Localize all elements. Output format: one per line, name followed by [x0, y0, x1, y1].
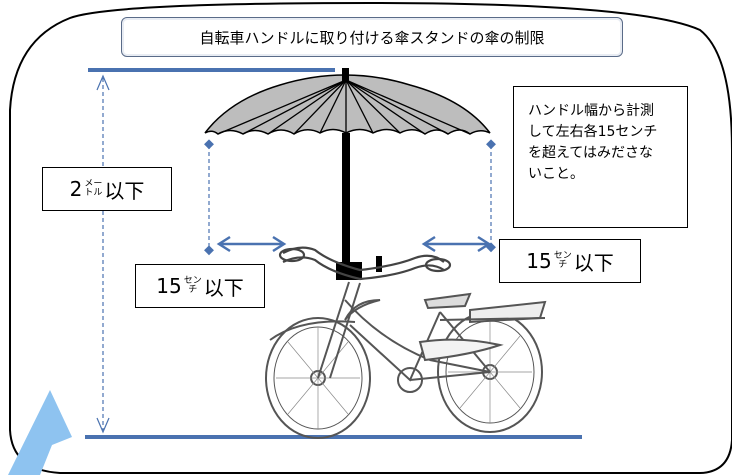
height-limit-unit: メー トル [84, 180, 102, 198]
height-limit-number: 2 [69, 177, 83, 201]
title-box: 自転車ハンドルに取り付ける傘スタンドの傘の制限 [121, 17, 623, 57]
left-limit-number: 15 [156, 274, 182, 298]
left-width-arrow [216, 235, 287, 253]
handlebar-icon [278, 246, 452, 281]
right-width-limit-label: 15 セン チ 以下 [499, 239, 641, 283]
up-arrow-icon [8, 390, 72, 475]
left-width-limit-label: 15 セン チ 以下 [135, 264, 265, 308]
height-limit-label: 2 メー トル 以下 [42, 167, 172, 211]
height-unit-top: メー [84, 179, 103, 189]
left-unit-bottom: チ [188, 285, 198, 295]
height-unit-bottom: トル [84, 188, 103, 198]
left-unit-top: セン [183, 276, 202, 286]
note-box: ハンドル幅から計測 して左右各15センチ を超えてはみださな いこと。 [513, 86, 688, 228]
umbrella-icon [204, 68, 491, 280]
right-unit-top: セン [553, 251, 572, 261]
left-limit-unit: セン チ [184, 277, 202, 295]
right-limit-number: 15 [526, 249, 552, 273]
height-arrow-bottom [96, 417, 110, 434]
rounded-frame [9, 1, 732, 474]
right-limit-suffix: 以下 [573, 250, 614, 275]
height-arrow-top [96, 74, 110, 91]
left-limit-suffix: 以下 [203, 275, 244, 300]
bicycle-icon [265, 281, 547, 439]
height-limit-suffix: 以下 [104, 178, 145, 203]
right-width-arrow [421, 235, 492, 253]
page-title: 自転車ハンドルに取り付ける傘スタンドの傘の制限 [199, 28, 545, 47]
right-unit-bottom: チ [558, 260, 568, 270]
right-limit-unit: セン チ [554, 252, 572, 270]
